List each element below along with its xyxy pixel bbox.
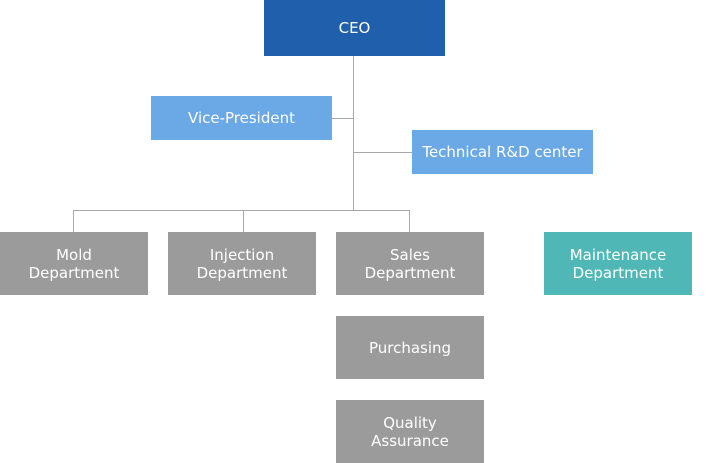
connector-technical-center bbox=[353, 152, 412, 153]
connector-sales bbox=[409, 210, 410, 232]
technical-center-node: Technical R&D center bbox=[412, 130, 593, 174]
ceo-node: CEO bbox=[264, 0, 445, 56]
connector-departments-horizontal bbox=[73, 210, 410, 211]
quality-assurance-node: Quality Assurance bbox=[336, 400, 484, 463]
connector-vice-president bbox=[332, 118, 354, 119]
sales-department-node: Sales Department bbox=[336, 232, 484, 295]
connector-injection bbox=[243, 210, 244, 232]
connector-mold bbox=[73, 210, 74, 232]
purchasing-node: Purchasing bbox=[336, 316, 484, 379]
vice-president-node: Vice-President bbox=[151, 96, 332, 140]
injection-department-node: Injection Department bbox=[168, 232, 316, 295]
connector-main-vertical bbox=[353, 56, 354, 210]
mold-department-node: Mold Department bbox=[0, 232, 148, 295]
maintenance-department-node: Maintenance Department bbox=[544, 232, 692, 295]
